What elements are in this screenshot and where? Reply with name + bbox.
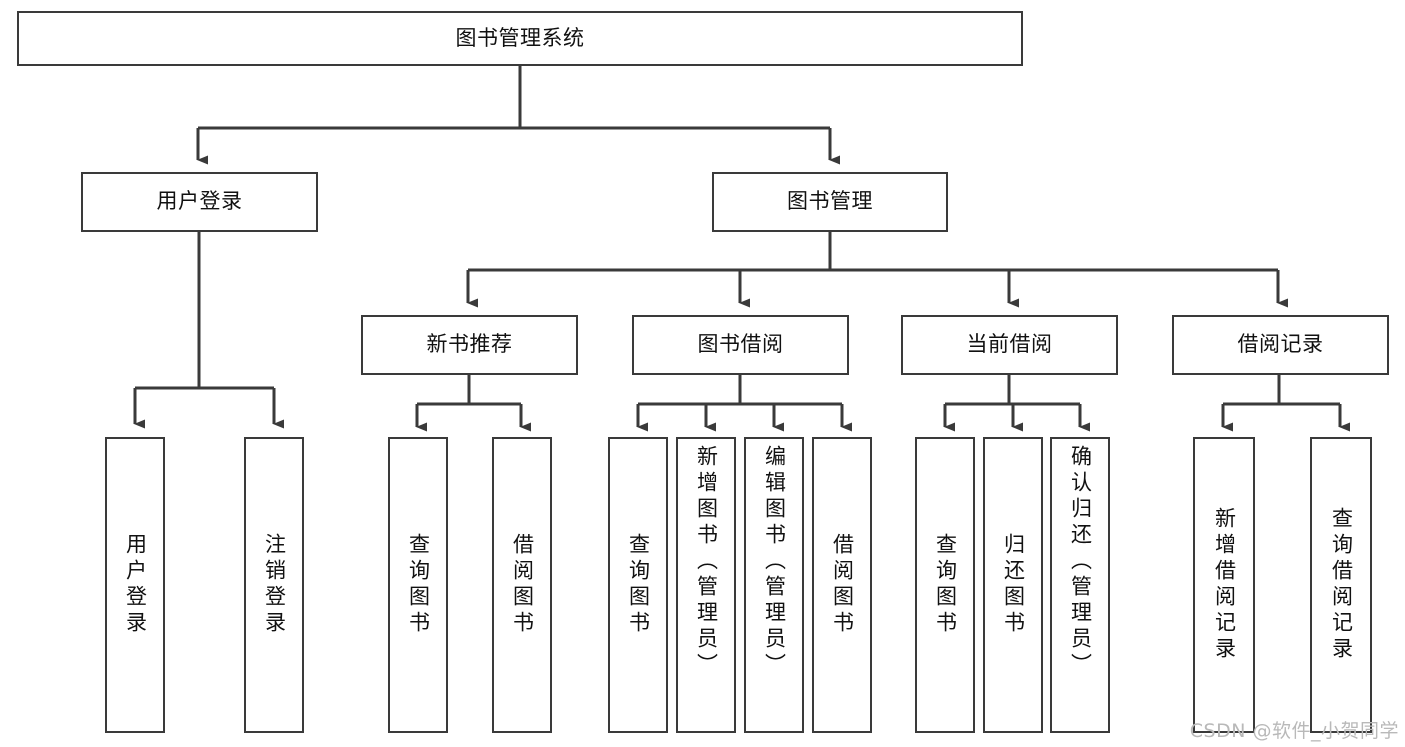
node-book-management[interactable]: 图书管理 xyxy=(712,172,948,232)
leaf-user-login[interactable]: 用户登录 xyxy=(105,437,165,733)
leaf-borrow-book-2-label: 借阅图书 xyxy=(830,533,855,637)
leaf-edit-book-label: 编辑图书（管理员） xyxy=(762,445,787,679)
node-current-borrow[interactable]: 当前借阅 xyxy=(901,315,1118,375)
leaf-return-book[interactable]: 归还图书 xyxy=(983,437,1043,733)
leaf-query-book-1[interactable]: 查询图书 xyxy=(388,437,448,733)
node-root[interactable]: 图书管理系统 xyxy=(17,11,1023,66)
leaf-query-record-label: 查询借阅记录 xyxy=(1329,507,1354,663)
leaf-logout[interactable]: 注销登录 xyxy=(244,437,304,733)
node-user-login[interactable]: 用户登录 xyxy=(81,172,318,232)
leaf-add-book[interactable]: 新增图书（管理员） xyxy=(676,437,736,733)
leaf-logout-label: 注销登录 xyxy=(262,533,287,637)
node-new-book-recommend-label: 新书推荐 xyxy=(426,332,513,357)
node-new-book-recommend[interactable]: 新书推荐 xyxy=(361,315,578,375)
leaf-query-book-3[interactable]: 查询图书 xyxy=(915,437,975,733)
leaf-query-book-1-label: 查询图书 xyxy=(406,533,431,637)
leaf-query-book-3-label: 查询图书 xyxy=(933,533,958,637)
leaf-query-record[interactable]: 查询借阅记录 xyxy=(1310,437,1372,733)
node-book-borrow[interactable]: 图书借阅 xyxy=(632,315,849,375)
leaf-query-book-2-label: 查询图书 xyxy=(626,533,651,637)
node-current-borrow-label: 当前借阅 xyxy=(966,332,1053,357)
leaf-borrow-book-1[interactable]: 借阅图书 xyxy=(492,437,552,733)
node-book-borrow-label: 图书借阅 xyxy=(697,332,784,357)
node-root-label: 图书管理系统 xyxy=(455,25,585,50)
leaf-borrow-book-2[interactable]: 借阅图书 xyxy=(812,437,872,733)
node-borrow-record[interactable]: 借阅记录 xyxy=(1172,315,1389,375)
leaf-add-book-label: 新增图书（管理员） xyxy=(694,445,719,679)
node-borrow-record-label: 借阅记录 xyxy=(1237,332,1324,357)
leaf-add-record[interactable]: 新增借阅记录 xyxy=(1193,437,1255,733)
leaf-confirm-return-label: 确认归还（管理员） xyxy=(1068,445,1093,679)
node-user-login-label: 用户登录 xyxy=(156,189,243,214)
leaf-edit-book[interactable]: 编辑图书（管理员） xyxy=(744,437,804,733)
leaf-borrow-book-1-label: 借阅图书 xyxy=(510,533,535,637)
leaf-query-book-2[interactable]: 查询图书 xyxy=(608,437,668,733)
watermark: CSDN @软件_小贺同学 xyxy=(1189,720,1399,742)
leaf-add-record-label: 新增借阅记录 xyxy=(1212,507,1237,663)
leaf-user-login-label: 用户登录 xyxy=(123,533,148,637)
leaf-confirm-return[interactable]: 确认归还（管理员） xyxy=(1050,437,1110,733)
node-book-management-label: 图书管理 xyxy=(787,189,873,214)
leaf-return-book-label: 归还图书 xyxy=(1001,533,1026,637)
